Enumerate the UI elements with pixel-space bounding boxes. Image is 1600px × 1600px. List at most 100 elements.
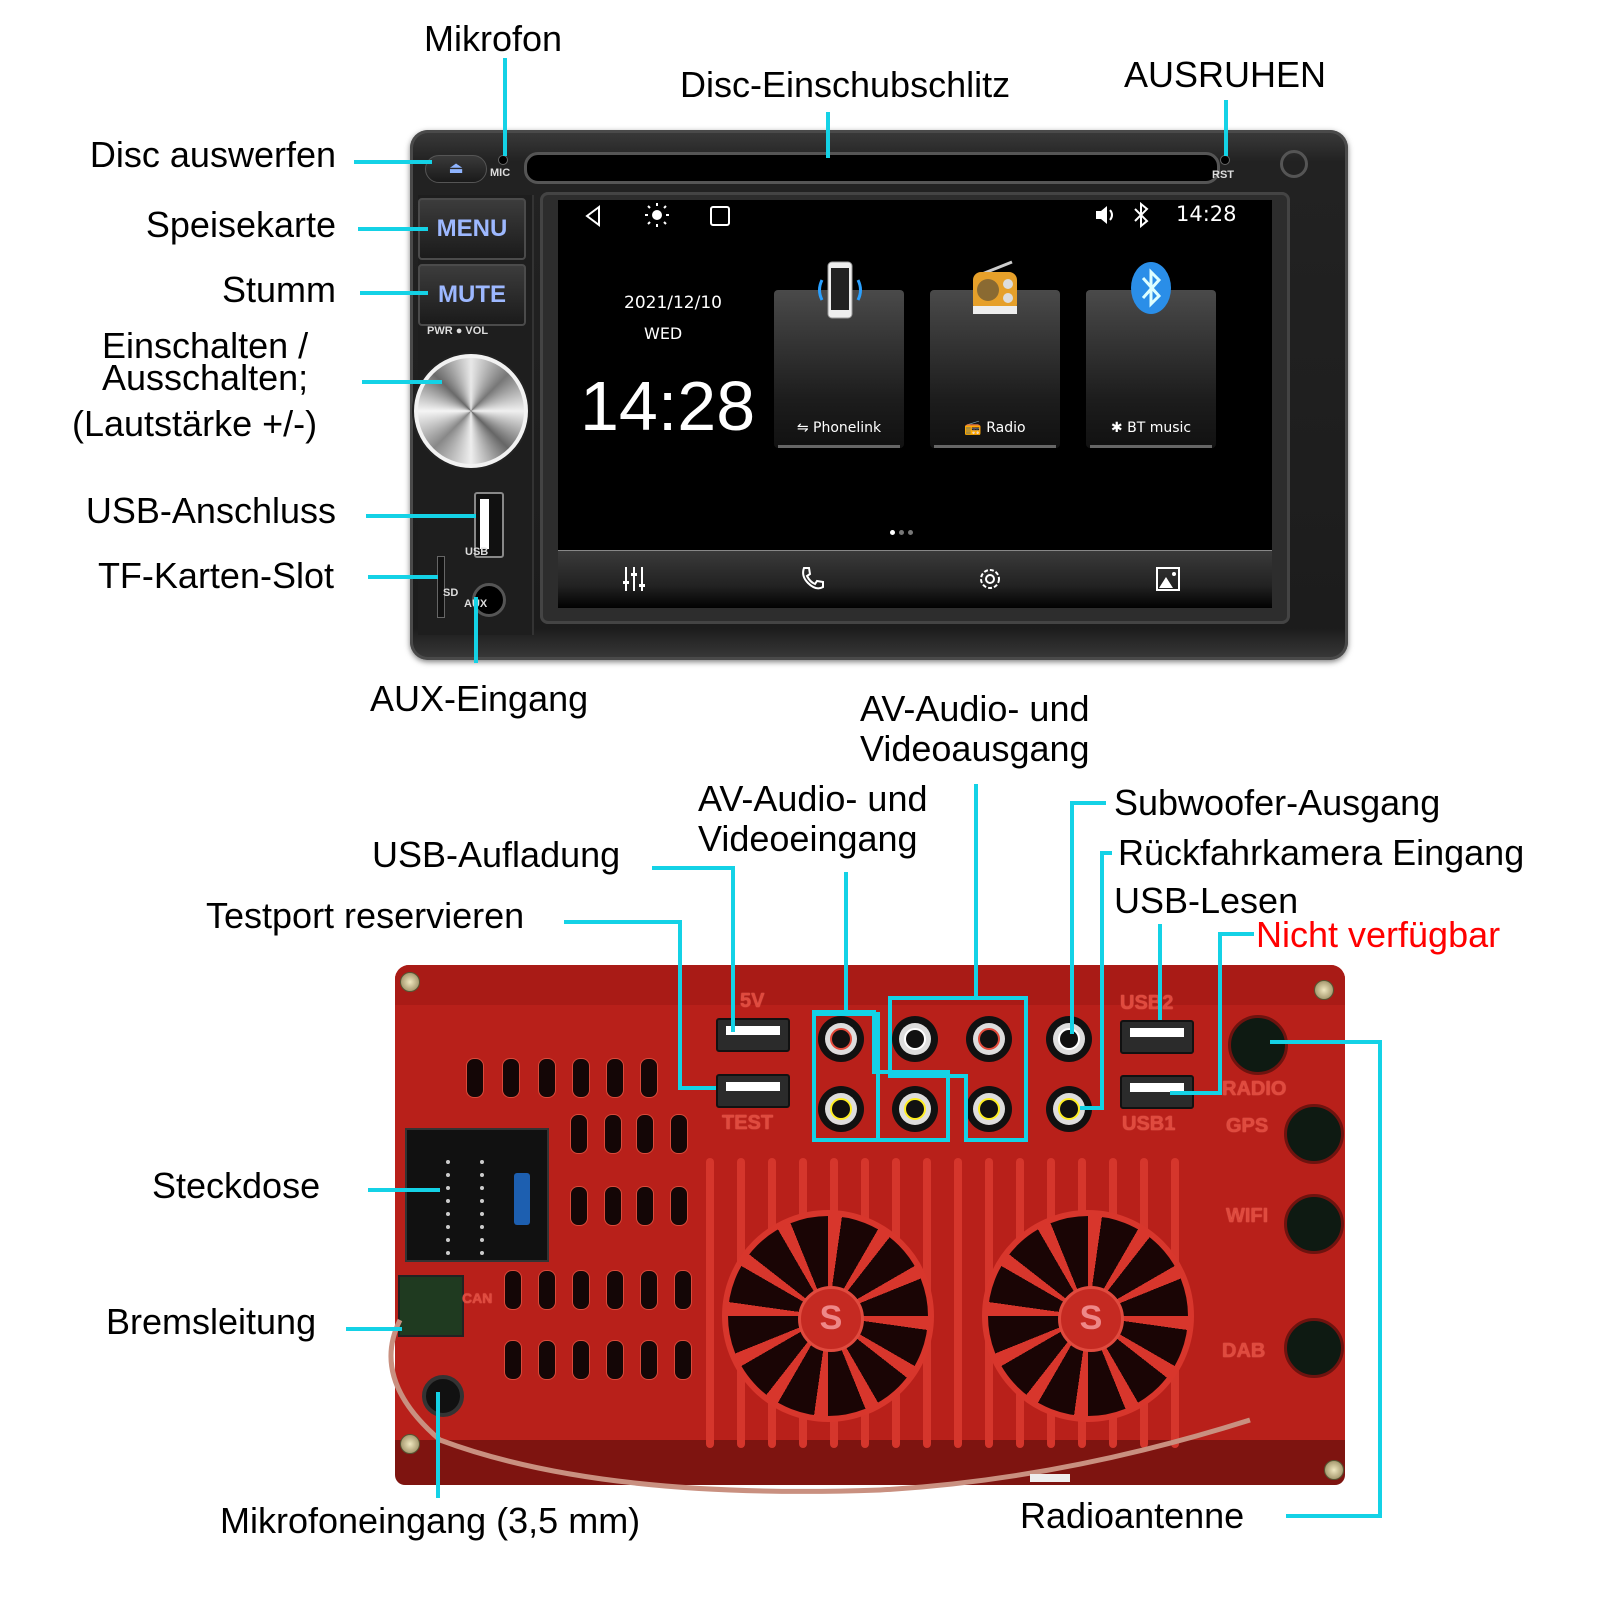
label-subwoofer: Subwoofer-Ausgang xyxy=(1114,782,1441,823)
connector-pin xyxy=(446,1199,450,1203)
label-eject: Disc auswerfen xyxy=(89,134,336,175)
label-av-in-line2: Videoeingang xyxy=(698,818,918,859)
heatsink-fin xyxy=(706,1158,714,1448)
gps-socket[interactable] xyxy=(1284,1104,1344,1164)
label-mic-input: Mikrofoneingang (3,5 mm) xyxy=(220,1500,641,1541)
radio-icon xyxy=(973,260,1017,314)
eject-icon: ⏏ xyxy=(448,160,464,177)
rca-video-in[interactable] xyxy=(818,1086,864,1132)
vent-slot xyxy=(606,1340,624,1380)
rst-marking: RST xyxy=(1212,169,1234,181)
bluetooth-icon xyxy=(1134,202,1149,228)
fan-logo: S xyxy=(1058,1286,1124,1352)
connector-pin xyxy=(480,1186,484,1190)
eject-button[interactable]: ⏏ xyxy=(425,155,487,183)
port-radio-marking: RADIO xyxy=(1222,1078,1287,1100)
equalizer-icon[interactable] xyxy=(620,565,648,593)
front-usb-port[interactable] xyxy=(474,492,504,558)
label-mute: Stumm xyxy=(221,269,336,310)
date-text: 2021/12/10 xyxy=(624,293,722,313)
vent-slot xyxy=(538,1058,556,1098)
can-marking: CAN xyxy=(462,1290,493,1306)
mute-button[interactable]: MUTE xyxy=(418,264,526,326)
gallery-icon[interactable] xyxy=(1154,565,1182,593)
label-power-line2: Ausschalten; xyxy=(102,357,309,398)
rca-subwoofer[interactable] xyxy=(1046,1016,1092,1062)
label-mikrofon: Mikrofon xyxy=(424,18,563,59)
pwr-vol-marking: PWR ● VOL xyxy=(427,325,489,337)
label-not-available: Nicht verfügbar xyxy=(1256,914,1501,955)
page-indicator xyxy=(888,522,915,540)
wifi-socket[interactable] xyxy=(1284,1194,1344,1254)
power-volume-knob[interactable] xyxy=(414,354,528,468)
page-dot[interactable] xyxy=(908,530,913,535)
connector-pin xyxy=(446,1251,450,1255)
tf-card-slot[interactable] xyxy=(437,556,445,618)
tile-label: BT music xyxy=(1127,420,1192,436)
vent-slot xyxy=(570,1114,588,1154)
test-usb-port[interactable] xyxy=(716,1074,790,1108)
tile-bt-music[interactable]: ✱ BT music xyxy=(1086,262,1216,448)
vent-slot xyxy=(538,1270,556,1310)
rca-reverse-camera[interactable] xyxy=(1046,1086,1092,1132)
label-usb: USB-Anschluss xyxy=(85,490,336,531)
label-test-port: Testport reservieren xyxy=(206,895,525,936)
bluetooth-music-icon xyxy=(1131,262,1171,314)
label-reverse-camera: Rückfahrkamera Eingang xyxy=(1118,832,1525,873)
label-tf-slot: TF-Karten-Slot xyxy=(97,555,334,596)
usb-charge-port[interactable] xyxy=(716,1018,790,1052)
connector-pin xyxy=(480,1173,484,1177)
connector-pin xyxy=(446,1173,450,1177)
mic-input-jack[interactable] xyxy=(422,1375,464,1417)
label-aux: AUX-Eingang xyxy=(370,678,589,719)
brake-wire-board xyxy=(398,1275,464,1337)
port-usb1-marking: USB1 xyxy=(1122,1113,1176,1135)
label-menu: Speisekarte xyxy=(145,204,336,245)
rca-audio-in-red[interactable] xyxy=(818,1016,864,1062)
vent-slot xyxy=(504,1270,522,1310)
rca-video-out[interactable] xyxy=(966,1086,1012,1132)
callout-line xyxy=(360,291,428,295)
phonelink-link-icon: ⇋ xyxy=(796,420,814,436)
tile-phonelink[interactable]: ⇋ Phonelink xyxy=(774,261,904,448)
usb-read-port[interactable] xyxy=(1120,1020,1194,1054)
callout-line xyxy=(358,227,428,231)
vent-slot xyxy=(670,1186,688,1226)
tile-label: Radio xyxy=(986,420,1026,436)
callout-line xyxy=(362,380,442,384)
vent-slot xyxy=(640,1270,658,1310)
vent-slot xyxy=(572,1340,590,1380)
label-av-out-line1: AV-Audio- und xyxy=(860,688,1090,729)
connector-pin xyxy=(446,1212,450,1216)
port-wifi-marking: WIFI xyxy=(1226,1205,1269,1227)
dab-socket[interactable] xyxy=(1284,1318,1344,1378)
tile-radio[interactable]: 📻 Radio xyxy=(930,260,1060,448)
radio-antenna-socket[interactable] xyxy=(1228,1015,1288,1075)
sd-marking: SD xyxy=(443,587,459,599)
label-av-in-line1: AV-Audio- und xyxy=(698,778,928,819)
brightness-icon[interactable] xyxy=(644,202,670,228)
label-reset: AUSRUHEN xyxy=(1124,54,1327,95)
settings-icon[interactable] xyxy=(976,565,1004,593)
label-power-line1: Einschalten / xyxy=(102,325,309,366)
page-dot[interactable] xyxy=(899,530,904,535)
rca-video-in-2[interactable] xyxy=(892,1086,938,1132)
usb-marking: USB xyxy=(465,546,489,558)
screw xyxy=(1324,1460,1344,1480)
fuse xyxy=(514,1173,530,1225)
callout-line xyxy=(366,514,476,518)
weekday-text: WED xyxy=(644,324,683,343)
back-icon[interactable] xyxy=(582,204,606,228)
vent-slot xyxy=(674,1270,692,1310)
connector-pin xyxy=(480,1199,484,1203)
callout-line xyxy=(826,112,830,158)
touchscreen[interactable]: 14:28 2021/12/10 WED 14:28 ⇋ Phonelink 📻… xyxy=(558,200,1272,608)
rca-audio-out-red[interactable] xyxy=(966,1016,1012,1062)
callout-line xyxy=(474,597,478,663)
rca-audio-out-white[interactable] xyxy=(892,1016,938,1062)
recent-apps-icon[interactable] xyxy=(708,204,732,228)
phone-icon[interactable] xyxy=(798,565,826,593)
page-dot-active[interactable] xyxy=(890,530,895,535)
